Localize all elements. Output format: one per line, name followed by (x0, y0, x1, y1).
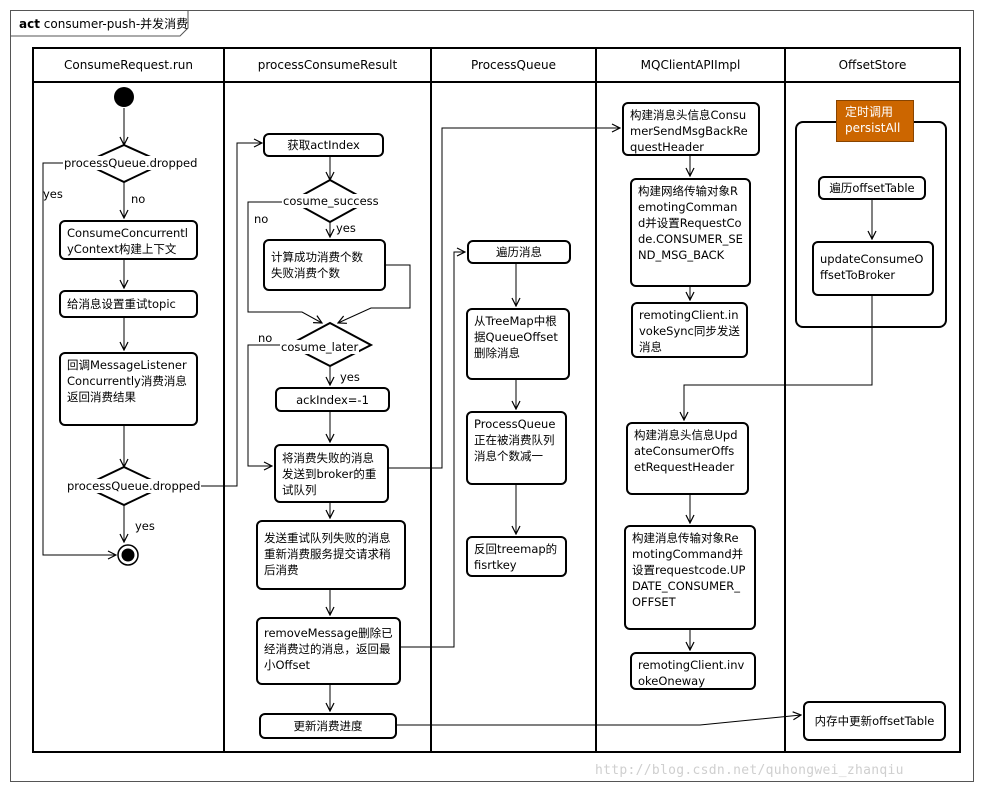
frame-title: act consumer-push-并发消费 (19, 17, 189, 31)
yes-label-4: yes (340, 370, 360, 384)
build-sendmsgback-header-node: 构建消息头信息ConsumerSendMsgBackRequestHeader (622, 102, 760, 156)
build-context-node: ConsumeConcurrentlyContext构建上下文 (59, 220, 198, 260)
lane-header-mqclientapiimpl: MQClientAPIImpl (595, 47, 786, 83)
decision-label-dropped-2: processQueue.dropped (66, 479, 202, 493)
update-offsettable-memory-node: 内存中更新offsetTable (803, 701, 946, 741)
update-offset-to-broker-node: updateConsumeOffsetToBroker (812, 241, 934, 296)
yes-label-3: yes (336, 221, 356, 235)
frame-title-tab: act consumer-push-并发消费 (10, 10, 189, 37)
send-to-retry-node: 将消费失败的消息发送到broker的重试队列 (274, 444, 389, 503)
set-retry-topic-node: 给消息设置重试topic (59, 290, 198, 318)
return-firstkey-node: 反回treemap的fisrtkey (466, 536, 567, 577)
build-updateoffset-header-node: 构建消息头信息UpdateConsumerOffsetRequestHeader (626, 422, 749, 495)
yes-label: yes (43, 187, 63, 201)
build-updateoffset-command-node: 构建消息传输对象RemotingCommand并设置requestcode.UP… (624, 525, 756, 630)
yes-label-2: yes (135, 519, 155, 533)
ackindex-node: ackIndex=-1 (275, 387, 390, 412)
callback-listener-node: 回调MessageListenerConcurrently消费消息返回消费结果 (59, 352, 198, 426)
remove-from-treemap-node: 从TreeMap中根据QueueOffset删除消息 (466, 308, 570, 380)
decrement-count-node: ProcessQueue正在被消费队列消息个数减一 (466, 411, 567, 485)
count-result-node: 计算成功消费个数 失败消费个数 (263, 239, 386, 291)
update-offset-node: 更新消费进度 (259, 713, 397, 739)
iterate-messages-node: 遍历消息 (467, 240, 571, 264)
build-remoting-command-node: 构建网络传输对象RemotingCommand并设置RequestCode.CO… (630, 178, 751, 287)
invoke-oneway-node: remotingClient.invokeOneway (630, 652, 756, 690)
initial-node (114, 87, 134, 107)
persistall-note: 定时调用persistAll (836, 100, 914, 142)
lane-header-processconsumeresult: processConsumeResult (223, 47, 432, 83)
activity-frame (10, 10, 974, 782)
lane-header-consumerequest: ConsumeRequest.run (32, 47, 225, 83)
decision-label-dropped-1: processQueue.dropped (63, 156, 199, 170)
remove-message-node: removeMessage删除已经消费过的消息，返回最小Offset (256, 617, 401, 685)
no-label: no (131, 192, 146, 206)
iterate-offsettable-node: 遍历offsetTable (818, 176, 926, 200)
no-label-3: no (258, 331, 273, 345)
decision-label-consume-later: cosume_later (280, 340, 360, 354)
invoke-sync-node: remotingClient.invokeSync同步发送消息 (631, 302, 748, 358)
get-ackindex-node: 获取actIndex (263, 133, 384, 157)
resubmit-consume-node: 发送重试队列失败的消息重新消费服务提交请求稍后消费 (256, 520, 406, 590)
watermark: http://blog.csdn.net/quhongwei_zhanqiu (595, 763, 904, 778)
no-label-2: no (254, 212, 269, 226)
decision-label-consume-success: cosume_success (282, 194, 380, 208)
